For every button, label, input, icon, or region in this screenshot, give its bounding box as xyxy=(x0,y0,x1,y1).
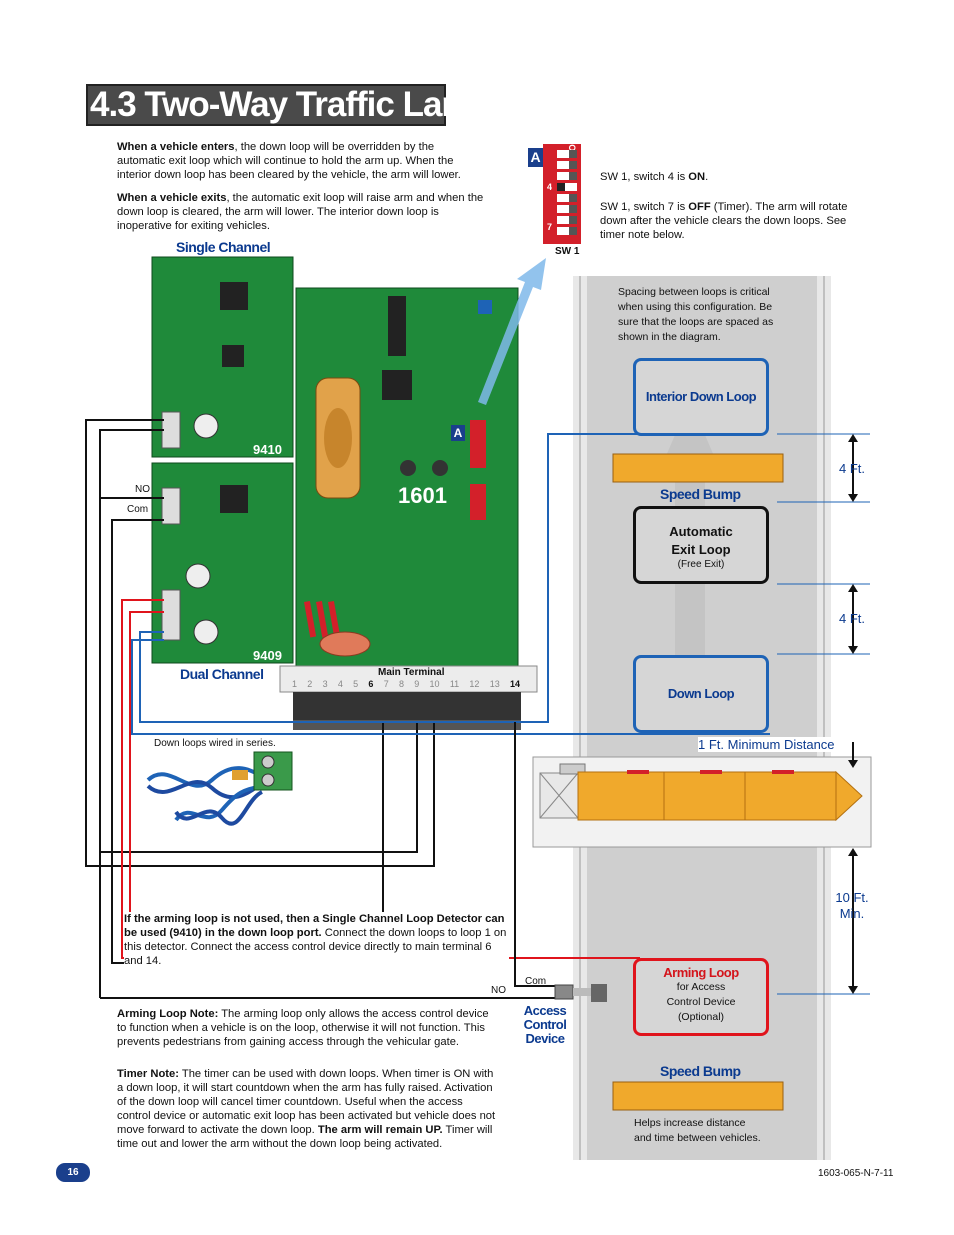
dip-switch-block: ON 4 7 xyxy=(543,144,581,244)
automatic-exit-loop: Automatic Exit Loop (Free Exit) xyxy=(633,506,769,584)
exits-bold: When a vehicle exits xyxy=(117,192,227,204)
timer-note-bold: Timer Note: xyxy=(117,1068,179,1080)
sw1-line1: SW 1, switch 4 is ON. xyxy=(600,170,855,184)
exits-paragraph: When a vehicle exits, the automatic exit… xyxy=(117,191,485,233)
dist-4ft-a: 4 Ft. xyxy=(839,461,866,476)
arming-l3: (Optional) xyxy=(677,1011,725,1023)
callout-arrow xyxy=(478,258,546,405)
interior-down-loop: Interior Down Loop xyxy=(633,358,769,436)
access-com-label: Com xyxy=(525,976,547,987)
timer-note-text2: Timer will time out and lower the arm wi… xyxy=(117,1124,493,1150)
terminal-numbers: 1 2 3 4 5 6 7 8 9 10 11 12 13 14 xyxy=(292,679,520,689)
sw1-line1-bold: ON xyxy=(688,171,706,183)
barrier-arm xyxy=(577,771,837,821)
down-loop: Down Loop xyxy=(633,655,769,733)
auto-exit-line1: Automatic xyxy=(669,524,733,539)
speed-bump-label-2: Speed Bump xyxy=(660,1063,741,1079)
dual-com-label: Com xyxy=(127,504,149,515)
timer-note: Timer Note: The timer can be used with d… xyxy=(117,1067,499,1151)
sw1-line2: SW 1, switch 7 is OFF (Timer). The arm w… xyxy=(600,200,855,242)
arming-note-text: The arming loop only allows the access c… xyxy=(117,1008,489,1048)
dist-10ft-line2: Min. xyxy=(839,906,865,921)
title-banner xyxy=(86,84,446,126)
bump-note-2: and time between vehicles. xyxy=(634,1132,761,1144)
terminal-num: 14 xyxy=(509,679,520,689)
terminal-num: 1 xyxy=(292,679,298,689)
arming-not-used-note: If the arming loop is not used, then a S… xyxy=(124,912,509,968)
timer-note-bold2: The arm will remain UP. xyxy=(317,1124,443,1136)
dual-no-label: NO xyxy=(135,484,150,495)
access-control-label: Access Control Device xyxy=(518,1004,572,1046)
exits-text: , the automatic exit loop will raise arm… xyxy=(117,192,484,232)
arming-loop-sub: for Access Control Device (Optional) xyxy=(636,980,766,1025)
main-board-id: 1601 xyxy=(398,483,447,508)
arming-not-used-text: Connect the down loops to loop 1 on this… xyxy=(124,927,507,967)
access-line3: Device xyxy=(525,1031,565,1046)
arming-loop: Arming Loop for Access Control Device (O… xyxy=(633,958,769,1036)
access-no-label: NO xyxy=(491,985,506,996)
terminal-num: 8 xyxy=(398,679,404,689)
marker-a: A xyxy=(528,148,543,167)
terminal-num: 13 xyxy=(489,679,500,689)
access-line1: Access xyxy=(523,1003,567,1018)
arming-note-bold: Arming Loop Note: xyxy=(117,1008,219,1020)
terminal-num: 2 xyxy=(307,679,313,689)
auto-exit-label: Automatic Exit Loop xyxy=(636,523,766,559)
enters-paragraph: When a vehicle enters, the down loop wil… xyxy=(117,140,485,182)
page-number: 16 xyxy=(56,1163,90,1182)
terminal-num: 4 xyxy=(337,679,343,689)
auto-exit-line2: Exit Loop xyxy=(671,542,731,557)
arming-loop-note: Arming Loop Note: The arming loop only a… xyxy=(117,1007,497,1049)
down-loop-label: Down Loop xyxy=(667,686,735,701)
dist-10ft-line1: 10 Ft. xyxy=(835,890,869,905)
doc-id: 1603-065-N-7-11 xyxy=(818,1168,894,1179)
terminal-num: 10 xyxy=(429,679,440,689)
sw1-line2-bold: OFF xyxy=(688,201,711,213)
terminal-num: 5 xyxy=(353,679,359,689)
enters-text: , the down loop will be overridden by th… xyxy=(117,141,461,181)
speed-bump-top xyxy=(612,453,784,483)
dual-board-id: 9409 xyxy=(253,648,282,663)
arming-not-used-bold: If the arming loop is not used, then a S… xyxy=(124,913,505,939)
single-channel-label: Single Channel xyxy=(176,239,271,255)
access-line2: Control xyxy=(523,1017,567,1032)
timer-note-text1: The timer can be used with down loops. W… xyxy=(117,1068,496,1136)
arming-l2: Control Device xyxy=(666,996,736,1008)
sw1-line1-post: . xyxy=(705,171,709,183)
terminal-num: 11 xyxy=(449,679,460,689)
board-marker-a: A xyxy=(451,425,465,441)
terminal-num: 6 xyxy=(368,679,374,689)
page-title: 4.3 Two-Way Traffic Lane xyxy=(90,85,481,124)
dip-switches xyxy=(557,150,577,238)
arming-l1: for Access xyxy=(676,981,726,993)
terminal-num: 12 xyxy=(469,679,480,689)
terminal-num: 7 xyxy=(383,679,389,689)
series-note: Down loops wired in series. xyxy=(154,738,276,749)
enters-bold: When a vehicle enters xyxy=(117,141,235,153)
speed-bump-bottom xyxy=(612,1081,784,1111)
terminal-num: 3 xyxy=(322,679,328,689)
arming-loop-label: Arming Loop xyxy=(663,965,739,980)
sw1-label: SW 1 xyxy=(555,246,580,257)
sw1-line1-pre: SW 1, switch 4 is xyxy=(600,171,689,183)
spacing-note: Spacing between loops is critical when u… xyxy=(618,286,774,343)
sw1-line2-pre: SW 1, switch 7 is xyxy=(600,201,689,213)
dip-num-4: 4 xyxy=(547,182,553,192)
dist-4ft-b: 4 Ft. xyxy=(839,611,866,626)
dual-channel-label: Dual Channel xyxy=(180,666,264,682)
bump-note: Helps increase distance and time between… xyxy=(634,1116,761,1146)
terminal-num: 9 xyxy=(414,679,420,689)
dip-num-7: 7 xyxy=(547,222,553,232)
dist-10ft: 10 Ft. Min. xyxy=(832,890,872,922)
main-terminal-strip xyxy=(279,665,538,693)
bump-note-1: Helps increase distance xyxy=(634,1117,746,1129)
sw1-line2-post: (Timer). The arm will rotate down after … xyxy=(600,201,848,241)
single-board-id: 9410 xyxy=(253,442,282,457)
interior-down-loop-label: Interior Down Loop xyxy=(645,389,757,404)
speed-bump-label: Speed Bump xyxy=(660,486,741,502)
auto-exit-sub: (Free Exit) xyxy=(677,559,725,570)
main-terminal-label: Main Terminal xyxy=(378,667,445,678)
min-distance-label: 1 Ft. Minimum Distance xyxy=(698,737,835,752)
